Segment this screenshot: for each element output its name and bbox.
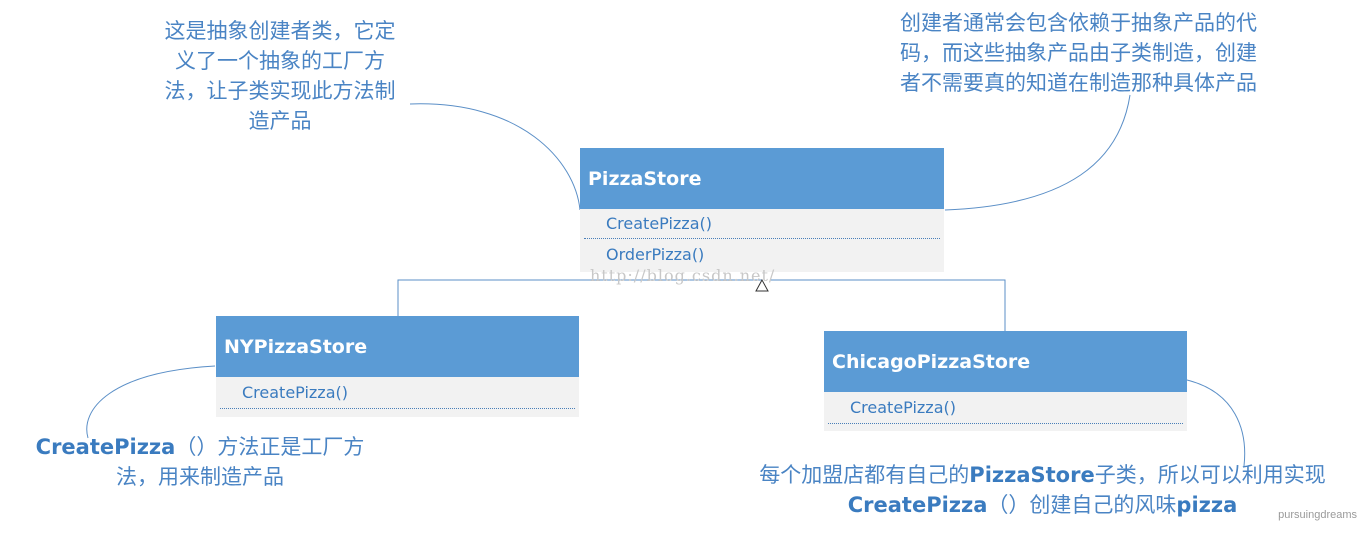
- class-pizza-store: PizzaStore CreatePizza() OrderPizza(): [580, 148, 944, 272]
- inheritance-line-chicago: [770, 279, 1006, 331]
- watermark: pursuingdreams: [1278, 509, 1357, 521]
- inheritance-arrow-icon: [755, 278, 769, 292]
- class-ny-pizza-store: NYPizzaStore CreatePizza(): [216, 316, 579, 417]
- note-text: 子类，所以可以利用实现: [1094, 463, 1326, 487]
- note-text: （）方法正是工厂方: [175, 435, 365, 459]
- callout-curve-franchise: [1186, 379, 1246, 467]
- note-factory-method: CreatePizza（）方法正是工厂方 法，用来制造产品: [30, 432, 370, 492]
- note-text: （）创建自己的风味: [987, 493, 1177, 517]
- callout-curve-creator-depends: [944, 94, 1131, 211]
- method-create-pizza: CreatePizza(): [584, 209, 940, 239]
- note-bold: PizzaStore: [969, 463, 1095, 487]
- note-text: 每个加盟店都有自己的: [759, 463, 970, 487]
- class-chicago-pizza-store: ChicagoPizzaStore CreatePizza(): [824, 331, 1187, 431]
- method-create-pizza: CreatePizza(): [220, 377, 575, 409]
- method-create-pizza: CreatePizza(): [828, 392, 1183, 424]
- callout-curve-abstract-creator: [409, 103, 581, 211]
- note-line: 法，用来制造产品: [116, 465, 284, 489]
- note-line: CreatePizza（）方法正是工厂方: [30, 432, 370, 462]
- note-line: 创建者通常会包含依赖于抽象产品的代: [900, 11, 1257, 35]
- inheritance-line-ny: [397, 279, 762, 316]
- note-bold: CreatePizza: [35, 435, 176, 459]
- watermark-url: http://blog.csdn.net/: [590, 266, 776, 285]
- note-bold: pizza: [1176, 493, 1238, 517]
- callout-curve-factory-method: [86, 365, 216, 439]
- note-line: 法，让子类实现此方法制: [164, 79, 396, 103]
- note-abstract-creator: 这是抽象创建者类，它定 义了一个抽象的工厂方 法，让子类实现此方法制 造产品: [140, 16, 420, 136]
- note-line: 这是抽象创建者类，它定: [164, 19, 396, 43]
- class-ny-pizza-store-name: NYPizzaStore: [216, 316, 579, 377]
- note-creator-depends: 创建者通常会包含依赖于抽象产品的代 码，而这些抽象产品由子类制造，创建 者不需要…: [900, 8, 1320, 98]
- note-franchise: 每个加盟店都有自己的PizzaStore子类，所以可以利用实现 CreatePi…: [735, 460, 1350, 520]
- note-line: 造产品: [248, 109, 312, 133]
- note-line: CreatePizza（）创建自己的风味pizza: [735, 490, 1350, 520]
- note-line: 者不需要真的知道在制造那种具体产品: [900, 71, 1257, 95]
- note-bold: CreatePizza: [847, 493, 988, 517]
- note-line: 每个加盟店都有自己的PizzaStore子类，所以可以利用实现: [735, 460, 1350, 490]
- note-line: 码，而这些抽象产品由子类制造，创建: [900, 41, 1257, 65]
- class-chicago-pizza-store-name: ChicagoPizzaStore: [824, 331, 1187, 392]
- class-pizza-store-name: PizzaStore: [580, 148, 944, 209]
- note-line: 义了一个抽象的工厂方: [175, 49, 385, 73]
- method-order-pizza: OrderPizza(): [606, 244, 705, 264]
